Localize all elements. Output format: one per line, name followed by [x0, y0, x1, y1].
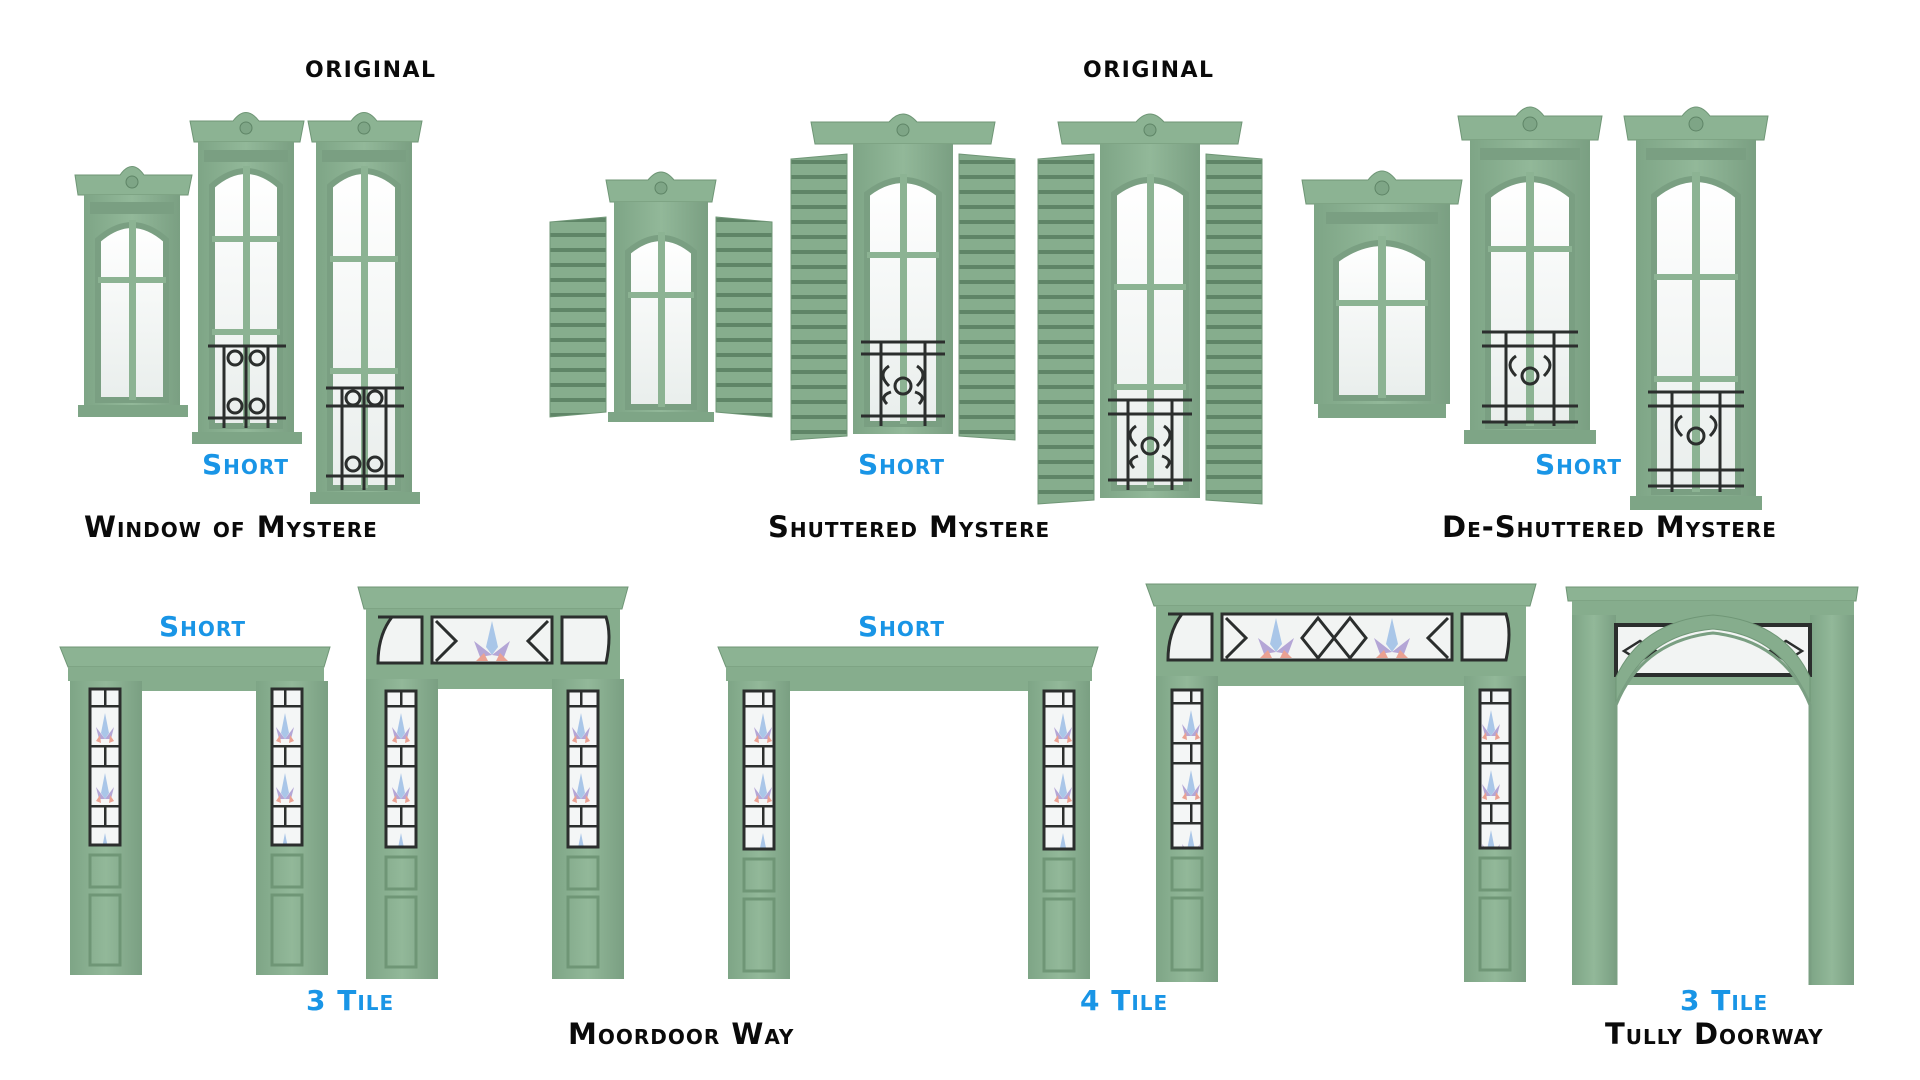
title-shuttered-mystere: Shuttered Mystere — [768, 510, 1051, 544]
short-label-moordoor-3tile: Short — [159, 610, 247, 643]
tully-doorway-3tile — [1562, 585, 1860, 985]
title-moordoor-way: Moordoor Way — [568, 1017, 795, 1051]
original-label-shuttered-mystere: ORIGINAL — [1083, 58, 1215, 83]
de-shuttered-window-tall — [1622, 96, 1770, 510]
moordoor-3tile — [356, 585, 630, 980]
tile-label-tully: 3 Tile — [1680, 984, 1769, 1017]
title-de-shuttered-mystere: De-Shuttered Mystere — [1442, 510, 1777, 544]
moordoor-4tile-short — [717, 645, 1100, 979]
window-tall-original — [306, 106, 424, 504]
short-label-moordoor-4tile: Short — [858, 610, 946, 643]
original-label-window-of-mystere: ORIGINAL — [305, 58, 437, 83]
short-label-de-shuttered-mystere: Short — [1535, 448, 1623, 481]
shuttered-window-short-balcony — [789, 104, 1017, 441]
de-shuttered-window-small — [1300, 160, 1464, 418]
window-small — [70, 160, 194, 420]
tile-label-moordoor-4tile: 4 Tile — [1080, 984, 1169, 1017]
window-short-balcony — [188, 106, 306, 444]
moordoor-4tile — [1145, 582, 1538, 982]
shuttered-window-tall-original — [1036, 104, 1264, 505]
tile-label-moordoor-3tile: 3 Tile — [306, 984, 395, 1017]
short-label-window-of-mystere: Short — [202, 448, 290, 481]
moordoor-3tile-short — [59, 645, 336, 975]
short-label-shuttered-mystere: Short — [858, 448, 946, 481]
title-tully-doorway: Tully Doorway — [1605, 1017, 1824, 1051]
shuttered-window-small — [548, 162, 774, 422]
de-shuttered-window-short-balcony — [1456, 96, 1604, 444]
title-window-of-mystere: Window of Mystere — [84, 510, 378, 544]
